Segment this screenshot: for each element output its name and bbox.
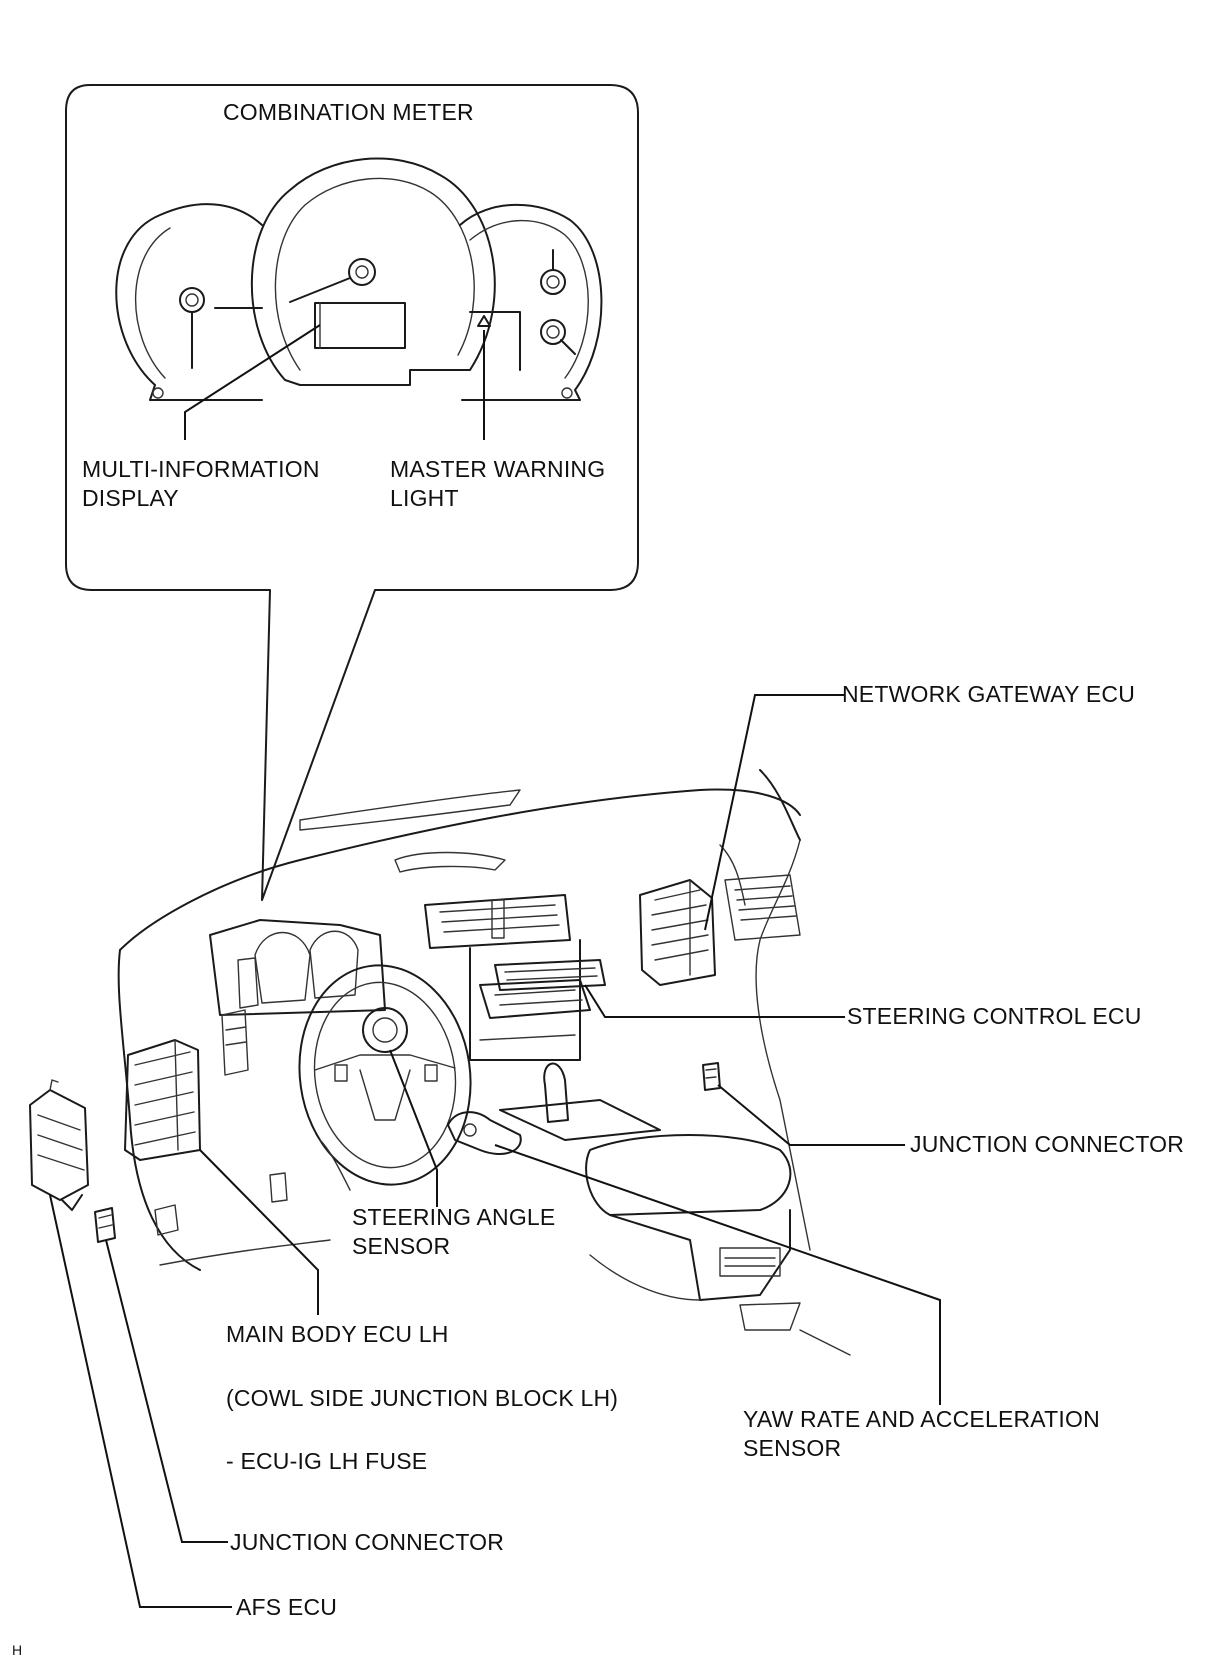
steering-angle-sensor-label-line2: SENSOR <box>352 1233 451 1259</box>
combination-meter-label: COMBINATION METER <box>223 99 474 125</box>
master-warning-light-label-line2: LIGHT <box>390 485 459 511</box>
afs-ecu-label: AFS ECU <box>236 1594 338 1620</box>
master-warning-light-label-line1: MASTER WARNING <box>390 456 606 482</box>
ecu-ig-lh-fuse-label: - ECU-IG LH FUSE <box>226 1448 428 1474</box>
multi-information-display-label-line2: DISPLAY <box>82 485 179 511</box>
yaw-rate-sensor-label-line1: YAW RATE AND ACCELERATION <box>743 1406 1100 1432</box>
steering-angle-sensor-label-line1: STEERING ANGLE <box>352 1204 556 1230</box>
network-gateway-ecu-label: NETWORK GATEWAY ECU <box>842 681 1136 707</box>
junction-connector-left-label: JUNCTION CONNECTOR <box>230 1529 505 1555</box>
dashboard-drawing <box>29 769 851 1356</box>
cowl-side-junction-block-label: (COWL SIDE JUNCTION BLOCK LH) <box>226 1385 619 1411</box>
main-body-ecu-lh-label: MAIN BODY ECU LH <box>226 1321 449 1347</box>
corner-mark: H <box>12 1642 23 1658</box>
multi-information-display-label-line1: MULTI-INFORMATION <box>82 456 320 482</box>
junction-connector-right-label: JUNCTION CONNECTOR <box>910 1131 1185 1157</box>
steering-control-ecu-label: STEERING CONTROL ECU <box>847 1003 1142 1029</box>
leader-lines <box>49 694 941 1608</box>
combination-meter-callout <box>65 84 639 901</box>
yaw-rate-sensor-label-line2: SENSOR <box>743 1435 842 1461</box>
